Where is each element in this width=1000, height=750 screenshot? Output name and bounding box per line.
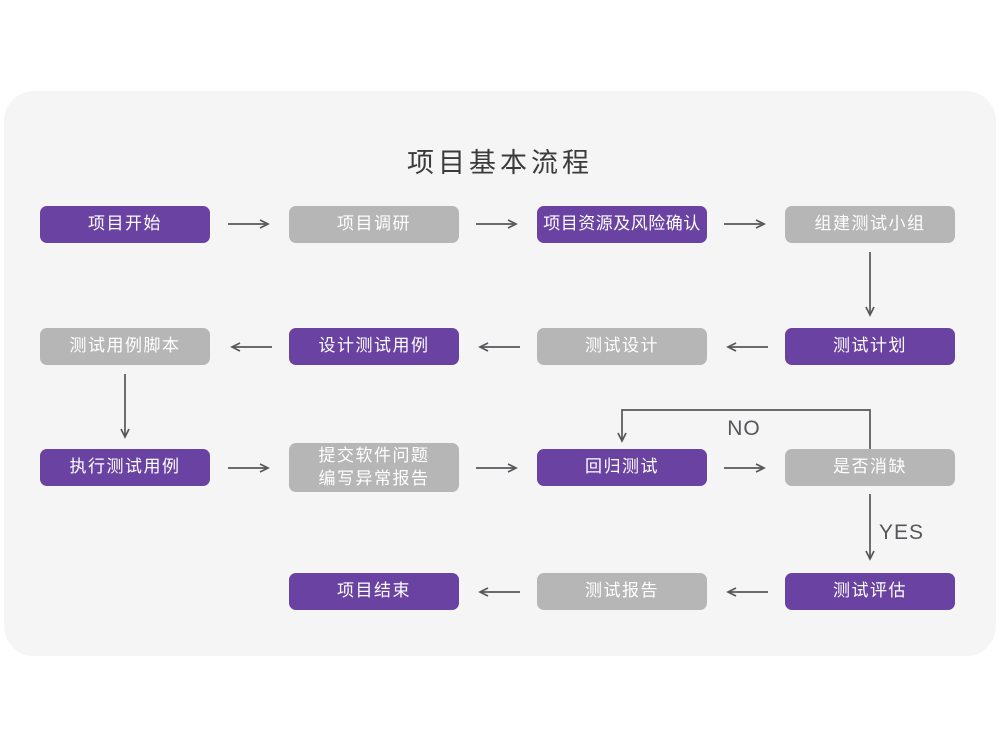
node-project-research: 项目调研: [289, 206, 459, 243]
node-resource-risk-confirm: 项目资源及风险确认: [537, 206, 707, 243]
node-test-plan: 测试计划: [785, 328, 955, 365]
node-regression-test: 回归测试: [537, 449, 707, 486]
node-test-design: 测试设计: [537, 328, 707, 365]
node-execute-test-case: 执行测试用例: [40, 449, 210, 486]
node-submit-issue-report: 提交软件问题 编写异常报告: [289, 443, 459, 492]
node-project-end: 项目结束: [289, 573, 459, 610]
node-design-test-case: 设计测试用例: [289, 328, 459, 365]
flowchart-canvas: [4, 91, 996, 656]
page-title: 项目基本流程: [407, 148, 593, 178]
node-test-report: 测试报告: [537, 573, 707, 610]
node-build-test-team: 组建测试小组: [785, 206, 955, 243]
node-test-case-script: 测试用例脚本: [40, 328, 210, 365]
node-defect-cleared: 是否消缺: [785, 449, 955, 486]
node-project-start: 项目开始: [40, 206, 210, 243]
node-test-evaluation: 测试评估: [785, 573, 955, 610]
